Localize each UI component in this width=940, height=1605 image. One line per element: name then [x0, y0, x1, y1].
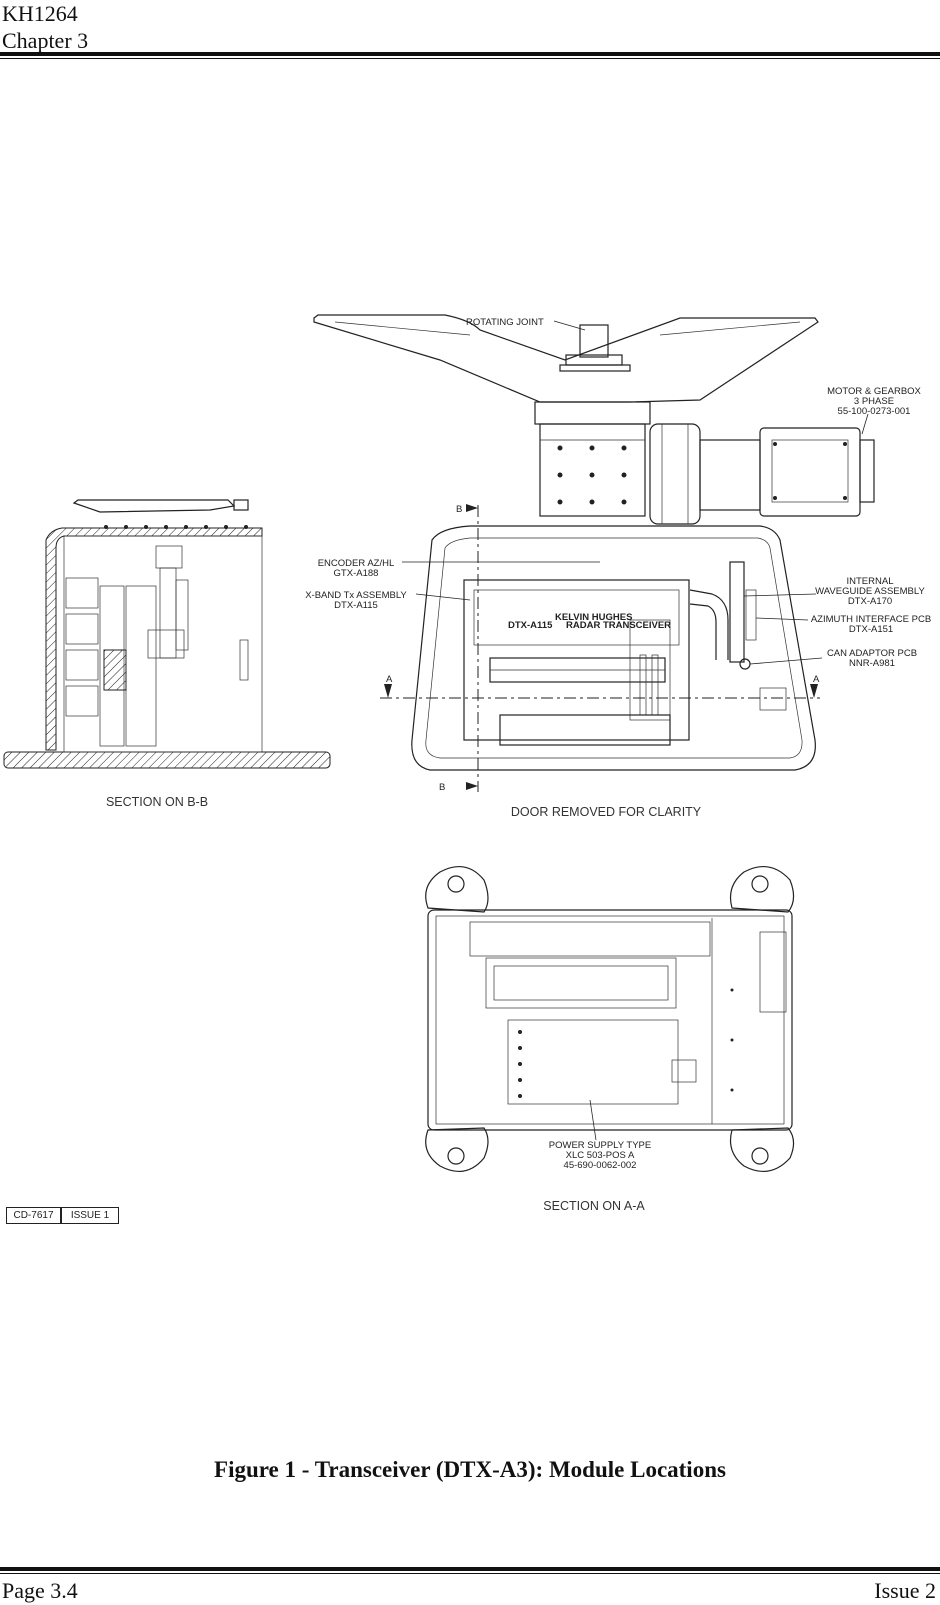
panel-type: RADAR TRANSCEIVER — [566, 620, 671, 631]
section-bb-title: SECTION ON B-B — [106, 795, 208, 809]
page-number: Page 3.4 — [2, 1578, 78, 1603]
label-rotating-joint: ROTATING JOINT — [466, 317, 544, 328]
header-rule — [0, 52, 940, 56]
section-aa-view: POWER SUPPLY TYPE XLC 503-POS A 45-690-0… — [425, 865, 795, 1213]
section-marker-a-right: A — [813, 674, 820, 685]
section-marker-b-bottom: B — [439, 782, 445, 793]
label-can-line1: CAN ADAPTOR PCB — [827, 648, 917, 659]
panel-maker: KELVIN HUGHES — [555, 612, 632, 623]
label-xband-line2: DTX-A115 — [334, 600, 378, 611]
label-motor-line2: 3 PHASE — [854, 396, 894, 407]
drawing-number: CD-7617 — [6, 1207, 61, 1224]
section-aa-title: SECTION ON A-A — [543, 1199, 645, 1213]
label-xband-line1: X-BAND Tx ASSEMBLY — [305, 590, 407, 601]
header-rule-thin — [0, 58, 940, 59]
label-azimuth-line1: AZIMUTH INTERFACE PCB — [811, 614, 931, 625]
label-motor-line3: 55-100-0273-001 — [838, 406, 911, 417]
label-psu-line1: POWER SUPPLY TYPE — [549, 1140, 651, 1151]
doc-id: KH1264 — [2, 1, 78, 26]
label-encoder-line1: ENCODER AZ/HL — [318, 558, 395, 569]
page-header: KH1264 Chapter 3 — [0, 0, 940, 54]
label-azimuth-line2: DTX-A151 — [849, 624, 893, 635]
label-waveguide-line2: WAVEGUIDE ASSEMBLY — [815, 586, 925, 597]
label-can-line2: NNR-A981 — [849, 658, 895, 669]
footer-rule-thin — [0, 1573, 940, 1574]
panel-model: DTX-A115 — [508, 620, 553, 631]
label-encoder-line2: GTX-A188 — [334, 568, 379, 579]
drawing-issue: ISSUE 1 — [61, 1207, 119, 1224]
door-removed-note: DOOR REMOVED FOR CLARITY — [511, 805, 702, 819]
page-issue: Issue 2 — [874, 1578, 936, 1603]
section-marker-b-top: B — [456, 504, 462, 515]
label-motor-line1: MOTOR & GEARBOX — [827, 386, 921, 397]
label-psu-line2: XLC 503-POS A — [566, 1150, 635, 1161]
figure-caption: Figure 1 - Transceiver (DTX-A3): Module … — [214, 1457, 726, 1482]
front-view: KELVIN HUGHES DTX-A115 RADAR TRANSCEIVER… — [305, 314, 931, 819]
section-marker-a-left: A — [386, 674, 393, 685]
label-psu-line3: 45-690-0062-002 — [564, 1160, 637, 1171]
chapter-title: Chapter 3 — [2, 28, 89, 53]
label-waveguide-line3: DTX-A170 — [848, 596, 892, 607]
footer-rule — [0, 1567, 940, 1571]
label-waveguide-line1: INTERNAL — [847, 576, 894, 587]
section-bb-view: SECTION ON B-B — [3, 499, 331, 809]
